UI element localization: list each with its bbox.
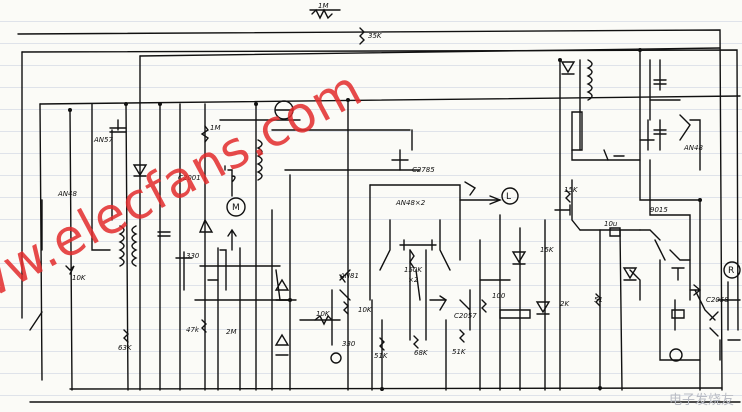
mid-rail-wire (39, 95, 741, 105)
inner-left-bus-wire (39, 103, 43, 381)
label-r68k: 68K (414, 349, 429, 357)
label-q-an48-right: AN48 (683, 144, 703, 152)
inductor-1 (256, 139, 263, 181)
label-relay: R (728, 266, 734, 276)
label-r35k: 35K (368, 32, 383, 40)
inductor-2 (586, 59, 593, 101)
second-rail-wire (139, 47, 721, 57)
diode-2 (274, 278, 290, 301)
label-q-an57: AN57 (93, 136, 113, 144)
bottom-rail-wire (69, 387, 723, 390)
label-r100: 100 (492, 292, 506, 300)
label-r15k: 15K (564, 186, 579, 194)
diode-1 (132, 164, 148, 177)
label-r150k: 150K (404, 266, 423, 274)
label-q-c2057: C2057 (454, 312, 477, 320)
diode-3 (274, 333, 290, 356)
label-r10k-b: 10K (316, 310, 331, 318)
label-q-c2058: C2058 (706, 296, 729, 304)
junction-dots (68, 48, 702, 391)
loudspeaker-symbol (501, 187, 519, 205)
label-c10u: 10u (604, 220, 618, 228)
diode-4 (511, 251, 527, 265)
diode-5 (535, 301, 551, 315)
label-q-c2001: C2001 (178, 174, 201, 182)
label-r51k-b: 51K (452, 348, 467, 356)
diode-7 (622, 267, 638, 281)
label-r330: 330 (186, 252, 200, 260)
label-q-an81: AN81 (339, 272, 359, 280)
switch-left (29, 311, 43, 331)
label-r1m: 1M (318, 2, 329, 10)
label-q-an48-left: AN48 (57, 190, 77, 198)
label-r150k-x2: ×2 (408, 276, 419, 284)
diode-6 (560, 61, 576, 75)
label-r330-b: 330 (342, 340, 356, 348)
label-r10k-a: 10K (72, 274, 87, 282)
label-r51: 51 (594, 296, 603, 304)
top-rail-2-wire (21, 49, 739, 331)
relay-symbol (723, 261, 741, 279)
capacitor-box (499, 309, 531, 319)
transformer-coil (118, 225, 138, 267)
label-r47k: 47k (186, 326, 200, 334)
label-r51k: 51K (374, 352, 389, 360)
label-r63k: 63K (118, 344, 133, 352)
label-loudspeaker: L (506, 192, 511, 202)
label-q-9015: 9015 (650, 206, 668, 214)
corner-logo-text: 电子发烧友 (668, 393, 734, 408)
lamp-tube (571, 111, 583, 151)
label-r2k: 2K (560, 300, 570, 308)
top-rail-wire (17, 29, 723, 391)
label-motor: M (232, 203, 240, 213)
label-r10k-c: 10K (358, 306, 373, 314)
label-r2m: 2M (226, 328, 237, 336)
label-r15k-b: 15K (540, 246, 555, 254)
motor-symbol (226, 197, 246, 217)
label-q-an48x2: AN48×2 (395, 199, 426, 207)
label-r1m-b: 1M (210, 124, 221, 132)
label-q-c2785: C2785 (412, 166, 435, 174)
resistor-1m-top (311, 8, 333, 20)
